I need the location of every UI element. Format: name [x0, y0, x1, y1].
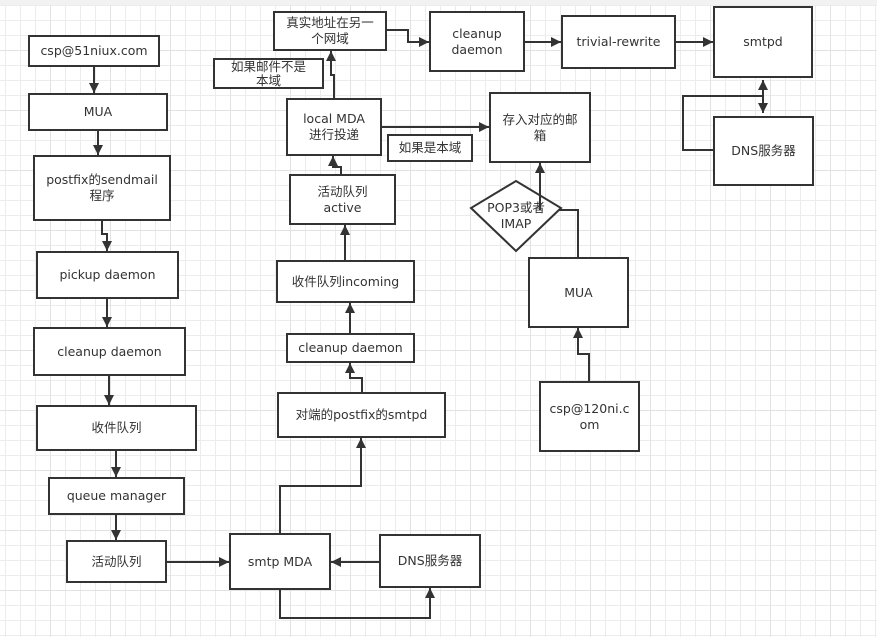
edge-real-address-to-cleanup-top: [386, 29, 429, 47]
queue-manager-node[interactable]: queue manager: [48, 477, 185, 515]
cleanup-daemon-mid-node[interactable]: cleanup daemon: [286, 333, 415, 363]
dns-server-bottom-node[interactable]: DNS服务器: [379, 534, 481, 588]
receiver-address-node[interactable]: csp@120ni.c om: [539, 381, 640, 452]
edge-smtp-mda-to-remote-smtpd: [279, 438, 366, 533]
dns-server-right-node[interactable]: DNS服务器: [713, 116, 814, 186]
cleanup-daemon-top-node[interactable]: cleanup daemon: [429, 11, 525, 72]
active-queue-mid-node[interactable]: 活动队列 active: [289, 174, 396, 225]
real-address-other-domain-node[interactable]: 真实地址在另一 个网域: [273, 11, 387, 51]
pickup-daemon-node[interactable]: pickup daemon: [36, 251, 179, 299]
receiver-mua-node[interactable]: MUA: [528, 257, 629, 328]
sender-mua-node[interactable]: MUA: [28, 93, 168, 131]
cleanup-daemon-left-node[interactable]: cleanup daemon: [33, 327, 186, 376]
smtp-mda-node[interactable]: smtp MDA: [229, 533, 331, 590]
incoming-queue-left-node[interactable]: 收件队列: [36, 405, 197, 451]
sendmail-node[interactable]: postfix的sendmail 程序: [33, 155, 171, 221]
incoming-queue-mid-node[interactable]: 收件队列incoming: [276, 260, 415, 303]
sender-address-node[interactable]: csp@51niux.com: [28, 35, 160, 67]
smtpd-top-node[interactable]: smtpd: [713, 6, 813, 78]
edge-active-to-local-mda: [328, 156, 342, 174]
edge-sendmail-to-pickup: [101, 220, 112, 251]
remote-smtpd-node[interactable]: 对端的postfix的smtpd: [277, 392, 446, 438]
mailbox-node[interactable]: 存入对应的邮 箱: [489, 92, 591, 163]
trivial-rewrite-node[interactable]: trivial-rewrite: [561, 15, 676, 69]
edge-receiver-to-mua: [573, 328, 590, 381]
pop3-imap-decision-diamond: [469, 179, 563, 253]
edge-smtp-mda-to-dns: [279, 588, 435, 619]
active-queue-left-node[interactable]: 活动队列: [66, 540, 167, 583]
edge-local-mda-to-real-address: [326, 51, 336, 98]
edge-dns-loop: [682, 95, 763, 151]
edge-remote-smtpd-to-cleanup: [345, 363, 363, 392]
is-local-domain-note[interactable]: 如果是本域: [387, 134, 473, 162]
pop3-imap-label: POP3或者 IMAP: [487, 200, 545, 231]
local-mda-node[interactable]: local MDA 进行投递: [286, 98, 382, 156]
not-local-domain-note[interactable]: 如果邮件不是 本域: [213, 58, 324, 89]
